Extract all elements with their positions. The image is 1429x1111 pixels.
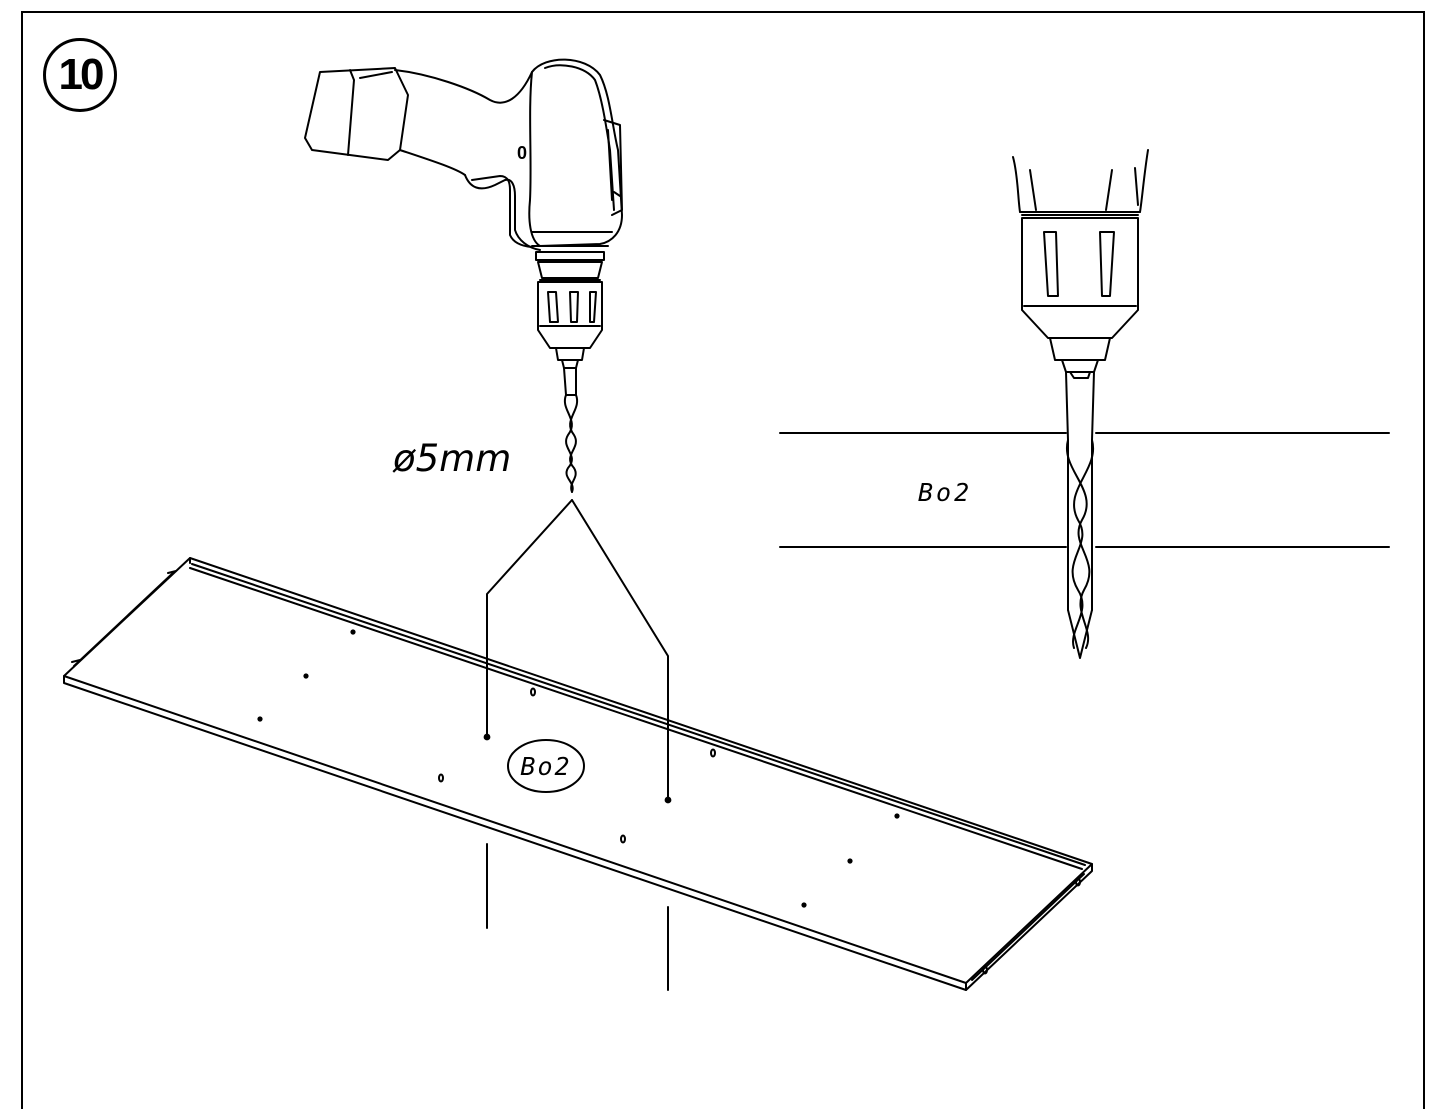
- drill-icon: [305, 60, 622, 492]
- instruction-frame: [21, 11, 1425, 1109]
- step-number: 10: [58, 50, 105, 99]
- detail-part-label: Bo2: [918, 478, 973, 507]
- drill-exit-lines: [487, 844, 668, 990]
- drill-bit-icon: [564, 368, 577, 492]
- drill-leader-lines: [487, 500, 668, 800]
- drill-switch-mark: 0: [517, 143, 528, 163]
- board-part-label: Bo2: [520, 751, 572, 781]
- drill-chuck-detail-icon: [1013, 150, 1148, 658]
- workpiece-section: [780, 433, 1389, 547]
- step-number-badge: 10: [43, 38, 117, 112]
- drill-bit-diameter-label: ø5mm: [393, 437, 512, 480]
- panel-board-icon: [64, 558, 1092, 990]
